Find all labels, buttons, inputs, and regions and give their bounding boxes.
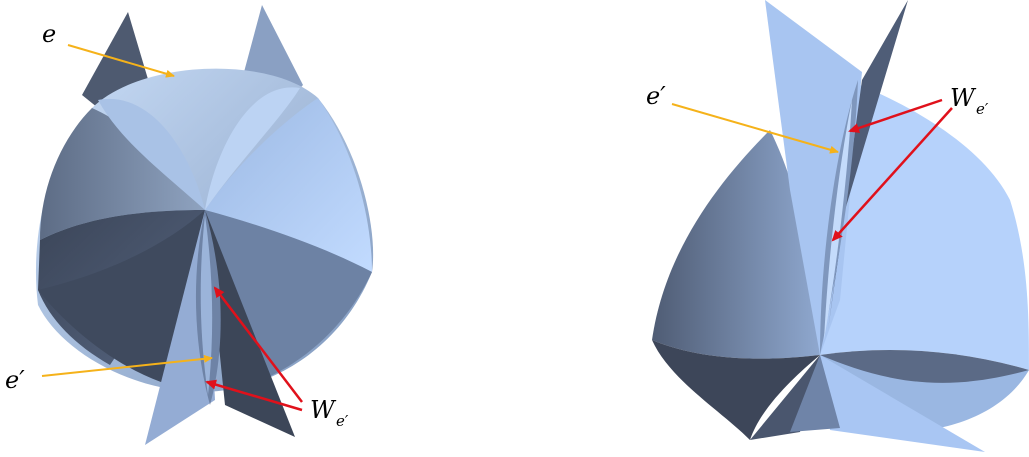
- right-center-lens-light: [824, 100, 852, 340]
- right-arrow-e-prime: [671, 103, 839, 154]
- right-label-W: W: [950, 84, 977, 112]
- left-arrow-W-upper: [213, 286, 303, 403]
- left-top-lens: [98, 98, 205, 210]
- right-body-right: [820, 85, 1029, 370]
- right-arrow-W-lower: [831, 107, 953, 242]
- right-bottom-blade-light: [820, 355, 985, 452]
- right-arrow-W-upper: [848, 98, 943, 133]
- right-label-W-subscript: e′: [976, 100, 989, 118]
- right-body-left: [652, 130, 820, 359]
- left-sector-right: [205, 98, 372, 272]
- left-top-lens-right: [205, 87, 300, 210]
- left-label-W-subscript: e′: [336, 412, 349, 430]
- left-arrow-e-prime: [41, 354, 213, 377]
- left-sector-upper-left: [40, 108, 205, 240]
- left-inner-lens-light: [200, 215, 213, 395]
- right-reuleaux-figure: e′ W e′: [646, 0, 1029, 452]
- left-bottom-right-blade: [205, 210, 295, 437]
- left-arrow-W-lower: [205, 379, 303, 412]
- right-tall-light-blade: [765, 0, 862, 355]
- left-reuleaux-figure: e e′ W e′: [5, 5, 374, 445]
- left-label-W: W: [310, 396, 337, 424]
- left-label-e: e: [42, 20, 56, 48]
- left-sector-bottom: [38, 210, 205, 385]
- right-bottom-blade-mid: [790, 355, 840, 432]
- right-label-e-prime: e′: [646, 82, 666, 110]
- right-bottom-dark-lobe: [652, 340, 820, 440]
- left-label-e-prime: e′: [5, 366, 25, 394]
- left-arrow-e: [67, 44, 175, 78]
